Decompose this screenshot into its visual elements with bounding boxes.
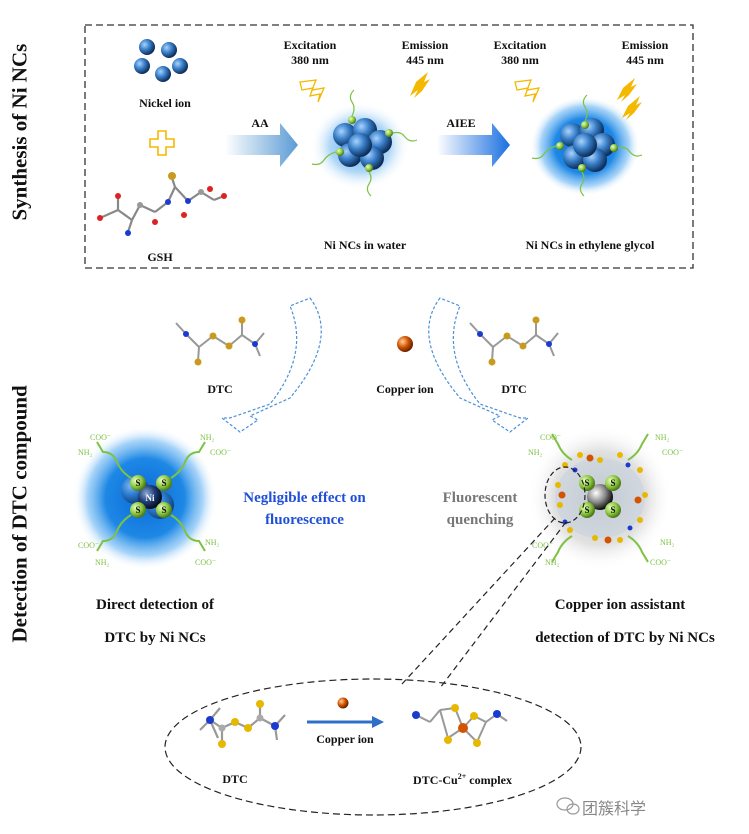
- label-gsh: GSH: [147, 250, 173, 264]
- complex-suffix: complex: [466, 773, 512, 787]
- aa-arrow: [225, 123, 298, 167]
- label-emission-1-nm: 445 nm: [406, 53, 444, 67]
- label-direct-2: DTC by Ni NCs: [104, 630, 206, 646]
- curved-arrow-right: [428, 297, 530, 433]
- label-quench-1: Fluorescent: [442, 490, 518, 506]
- copper-ion-sphere: [397, 336, 413, 352]
- svg-text:COO⁻: COO⁻: [650, 558, 671, 567]
- svg-text:NH₂: NH₂: [655, 433, 670, 442]
- svg-text:COO⁻: COO⁻: [78, 541, 99, 550]
- inset-label-complex: DTC-Cu2+ complex: [395, 772, 530, 788]
- label-aiee: AIEE: [446, 116, 476, 130]
- gsh-molecule: [97, 172, 227, 236]
- complex-sup: 2+: [457, 772, 467, 781]
- emission-bolt-icon-1: [410, 72, 430, 98]
- label-emission-1: Emission: [401, 38, 449, 52]
- svg-text:S: S: [161, 505, 166, 515]
- svg-text:S: S: [610, 478, 615, 488]
- inset-dtc-molecule: [199, 700, 286, 748]
- label-dtc-right: DTC: [501, 382, 527, 396]
- highlight-circle: [544, 466, 586, 524]
- svg-text:NH₂: NH₂: [660, 538, 675, 547]
- label-emission-2: Emission: [621, 38, 669, 52]
- label-aa: AA: [251, 116, 269, 130]
- zoom-line-1: [401, 517, 556, 685]
- ni-ncs-water: [310, 89, 418, 197]
- label-direct-1: Direct detection of: [95, 597, 214, 613]
- label-dtc-left: DTC: [207, 382, 233, 396]
- inset-label-copper-ion: Copper ion: [316, 732, 374, 746]
- aiee-arrow: [437, 123, 510, 167]
- label-excitation-1-nm: 380 nm: [291, 53, 329, 67]
- inset-complex-molecule: [412, 704, 508, 747]
- svg-text:S: S: [135, 478, 140, 488]
- label-excitation-2-nm: 380 nm: [501, 53, 539, 67]
- svg-text:NH₂: NH₂: [205, 538, 220, 547]
- ni-ncs-direct: Ni S S S S: [73, 426, 217, 570]
- svg-text:COO⁻: COO⁻: [662, 448, 683, 457]
- svg-text:COO⁻: COO⁻: [90, 433, 111, 442]
- plus-icon: [149, 130, 175, 156]
- ni-ncs-eg: [530, 94, 643, 197]
- excitation-bolt-icon-1: [299, 79, 326, 103]
- label-ni-water: Ni NCs in water: [323, 238, 407, 252]
- curved-arrow-left: [220, 297, 322, 433]
- label-assist-2: detection of DTC by Ni NCs: [535, 630, 715, 646]
- svg-text:S: S: [584, 478, 589, 488]
- synthesis-box: [84, 24, 694, 269]
- dtc-molecule-right: [469, 316, 559, 366]
- complex-prefix: DTC-Cu: [413, 773, 458, 787]
- label-quench-2: quenching: [446, 512, 514, 528]
- svg-text:NH₂: NH₂: [78, 448, 93, 457]
- label-negligible-1: Negligible effect on: [243, 490, 366, 506]
- dtc-molecule-left: [175, 316, 265, 366]
- label-excitation-1: Excitation: [283, 38, 337, 52]
- svg-text:NH₂: NH₂: [528, 448, 543, 457]
- svg-text:NH₂: NH₂: [95, 558, 110, 567]
- svg-text:COO⁻: COO⁻: [195, 558, 216, 567]
- inset-label-dtc: DTC: [222, 772, 248, 786]
- inset-arrow-head: [372, 716, 384, 728]
- svg-text:COO⁻: COO⁻: [540, 433, 561, 442]
- svg-text:S: S: [161, 478, 166, 488]
- svg-text:COO⁻: COO⁻: [532, 541, 553, 550]
- inset-copper-sphere: [337, 697, 349, 709]
- watermark-text: 团簇科学: [582, 799, 647, 818]
- svg-text:NH₂: NH₂: [545, 558, 560, 567]
- svg-text:S: S: [135, 505, 140, 515]
- label-nickel-ion: Nickel ion: [139, 96, 191, 110]
- svg-text:S: S: [610, 505, 615, 515]
- label-ni-eg: Ni NCs in ethylene glycol: [525, 238, 655, 252]
- emission-bolt-icon-2b: [622, 96, 642, 120]
- label-negligible-2: fluorescence: [265, 512, 344, 528]
- ni-ncs-quenched: S S S S: [528, 426, 672, 570]
- wechat-icon: [556, 797, 580, 815]
- atom-ni-label: Ni: [146, 493, 155, 503]
- inset-ellipse: [164, 678, 582, 816]
- svg-text:NH₂: NH₂: [200, 433, 215, 442]
- nickel-ion-spheres: [134, 39, 188, 82]
- label-excitation-2: Excitation: [493, 38, 547, 52]
- emission-bolt-icon-2a: [617, 78, 637, 102]
- excitation-bolt-icon-2: [514, 79, 541, 103]
- label-emission-2-nm: 445 nm: [626, 53, 664, 67]
- label-assist-1: Copper ion assistant: [554, 597, 686, 613]
- svg-text:COO⁻: COO⁻: [210, 448, 231, 457]
- zoom-line-2: [439, 521, 567, 689]
- cu-dtc-shell: [555, 452, 648, 543]
- svg-text:S: S: [584, 505, 589, 515]
- label-copper-ion: Copper ion: [376, 382, 434, 396]
